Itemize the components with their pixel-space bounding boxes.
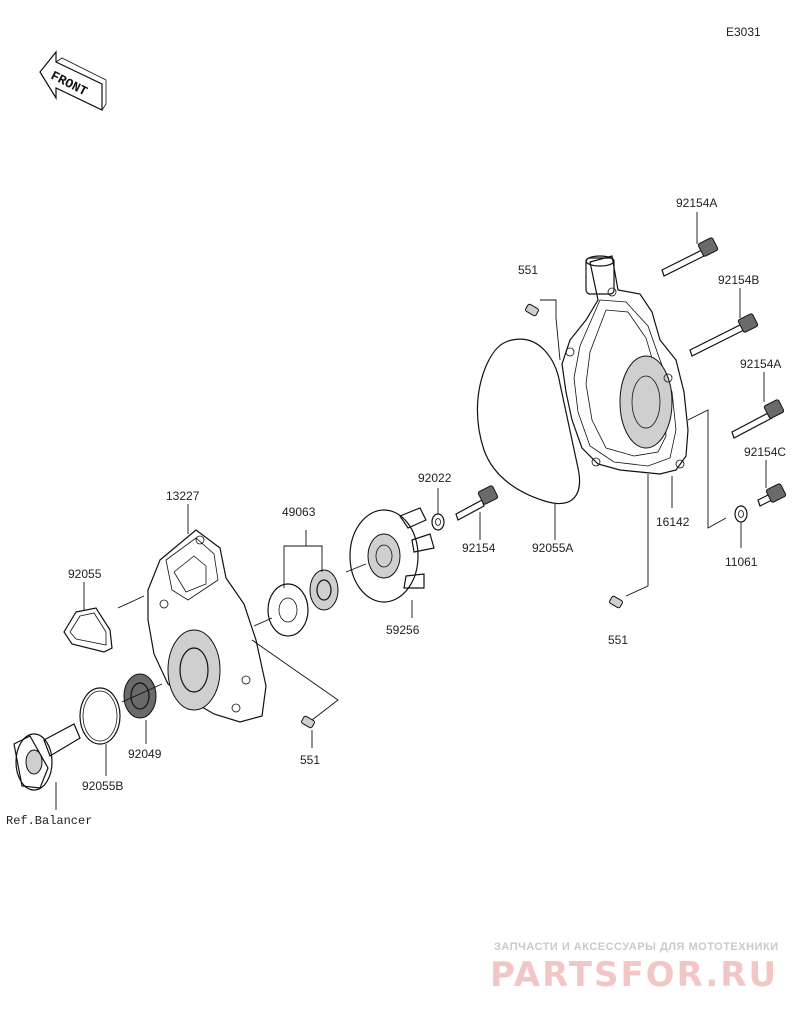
gasket-92055A — [476, 338, 580, 504]
label-92055A: 92055A — [532, 541, 573, 555]
label-92154A-top: 92154A — [676, 196, 717, 210]
label-92154B: 92154B — [718, 273, 759, 287]
label-92154: 92154 — [462, 541, 496, 555]
bolt-92154A-mid — [731, 399, 785, 439]
label-551-right: 551 — [608, 633, 628, 647]
bolt-92154C — [757, 483, 787, 507]
dowel-pin-551-top — [525, 303, 539, 317]
label-49063: 49063 — [282, 505, 316, 519]
label-ref-balancer: Ref.Balancer — [6, 814, 92, 828]
watermark-tagline: ЗАПЧАСТИ И АКСЕССУАРЫ ДЛЯ МОТОТЕХНИКИ — [494, 941, 779, 953]
washer-11061 — [734, 505, 748, 523]
label-92154A-mid: 92154A — [740, 357, 781, 371]
label-92049: 92049 — [128, 747, 162, 761]
dowel-pin-551-bottom — [301, 715, 315, 729]
watermark-logo: PARTSFOR.RU — [490, 955, 778, 995]
label-13227: 13227 — [166, 489, 200, 503]
dowel-pin-551-right — [609, 595, 623, 609]
impeller-59256 — [349, 507, 435, 603]
label-551-bottom: 551 — [300, 753, 320, 767]
pump-body-13227 — [147, 529, 267, 723]
leader-lines — [55, 212, 767, 810]
washer-92022 — [431, 513, 445, 531]
gasket-92055 — [63, 607, 113, 653]
bolt-92154 — [455, 485, 499, 521]
oil-seal-92049 — [123, 673, 157, 719]
label-92154C: 92154C — [744, 445, 786, 459]
label-11061: 11061 — [725, 555, 758, 569]
bolt-92154B — [689, 313, 759, 357]
label-16142: 16142 — [656, 515, 690, 529]
bolt-92154A-top — [661, 237, 719, 277]
seal-49063 — [267, 569, 339, 637]
diagram-code: E3031 — [726, 25, 761, 39]
label-92055B: 92055B — [82, 779, 123, 793]
label-59256: 59256 — [386, 623, 420, 637]
label-551-top: 551 — [518, 263, 538, 277]
balancer-shaft — [13, 723, 81, 791]
o-ring-92055B — [79, 687, 121, 745]
front-arrow-icon: FRONT — [39, 50, 107, 111]
label-92022: 92022 — [418, 471, 452, 485]
label-92055: 92055 — [68, 567, 102, 581]
pump-cover-16142 — [561, 255, 689, 475]
